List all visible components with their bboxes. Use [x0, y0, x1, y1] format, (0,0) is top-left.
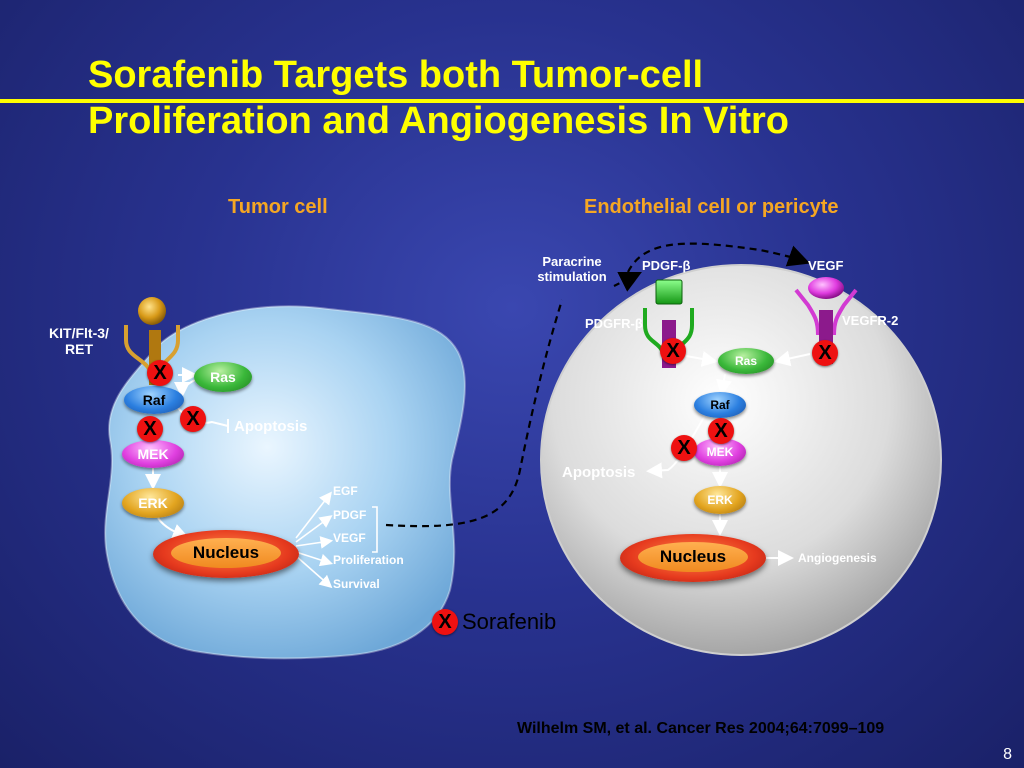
- endo-nucleus: Nucleus: [620, 534, 766, 582]
- citation: Wilhelm SM, et al. Cancer Res 2004;64:70…: [517, 720, 885, 737]
- tumor-output-proliferation: Proliferation: [333, 553, 404, 567]
- title-line-2: Proliferation and Angiogenesis In Vitro: [88, 100, 789, 143]
- angiogenesis-label: Angiogenesis: [798, 551, 877, 565]
- inhibition-mark-endo-apoptosis: X: [671, 435, 697, 461]
- inhibition-mark-pdgfr: X: [660, 338, 686, 364]
- endo-apoptosis-label: Apoptosis: [562, 464, 636, 481]
- endo-erk: ERK: [694, 486, 746, 514]
- paracrine-label: Paracrine stimulation: [537, 254, 607, 284]
- tumor-nucleus-label: Nucleus: [171, 538, 281, 568]
- pdgf-ligand-label: PDGF-β: [642, 258, 691, 273]
- inhibition-mark-vegfr: X: [812, 340, 838, 366]
- pdgfr-label: PDGFR-β: [585, 316, 643, 331]
- endo-ras: Ras: [718, 348, 774, 374]
- kit-receptor-label: KIT/Flt-3/ RET: [49, 325, 109, 357]
- tumor-cell-heading: Tumor cell: [228, 196, 328, 218]
- slide-number: 8: [1003, 746, 1012, 763]
- tumor-output-vegf: VEGF: [333, 531, 366, 545]
- legend-sorafenib-label: Sorafenib: [462, 609, 557, 634]
- inhibition-mark-kit: X: [147, 360, 173, 386]
- inhibition-mark-tumor-apoptosis: X: [180, 406, 206, 432]
- tumor-raf: Raf: [124, 386, 184, 414]
- legend-sorafenib-icon: X: [432, 609, 458, 635]
- tumor-erk: ERK: [122, 488, 184, 518]
- endo-nucleus-label: Nucleus: [638, 542, 748, 572]
- inhibition-mark-tumor-raf: X: [137, 416, 163, 442]
- tumor-nucleus: Nucleus: [153, 530, 299, 578]
- tumor-output-egf: EGF: [333, 484, 358, 498]
- tumor-apoptosis-label: Apoptosis: [234, 418, 308, 435]
- tumor-output-survival: Survival: [333, 577, 380, 591]
- tumor-ras: Ras: [194, 362, 252, 392]
- endothelial-cell-heading: Endothelial cell or pericyte: [584, 196, 839, 218]
- tumor-output-pdgf: PDGF: [333, 508, 367, 522]
- tumor-mek: MEK: [122, 440, 184, 468]
- vegfr-label: VEGFR-2: [842, 313, 899, 328]
- title-line-1: Sorafenib Targets both Tumor-cell: [88, 54, 704, 96]
- endo-raf: Raf: [694, 392, 746, 418]
- slide-title: Sorafenib Targets both Tumor-cell Prolif…: [88, 52, 988, 145]
- vegf-ligand-label: VEGF: [808, 258, 844, 273]
- title-divider: [0, 99, 1024, 103]
- inhibition-mark-endo-raf: X: [708, 418, 734, 444]
